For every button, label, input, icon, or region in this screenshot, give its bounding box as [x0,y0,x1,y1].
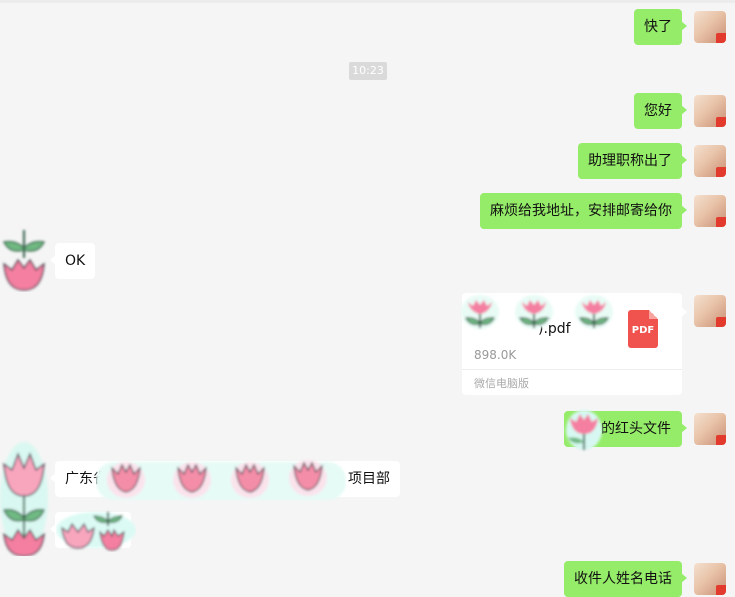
message-text: OK [65,253,86,269]
message-text: 您好 [644,103,672,119]
message-bubble-outgoing[interactable]: 麻烦给我地址，安排邮寄给你 [480,193,687,229]
message-bubble-outgoing[interactable]: 的红头文件 [564,411,687,447]
message-text: 的红头文件 [601,421,671,437]
tulip-sticker-avatar-icon[interactable] [0,228,50,292]
file-message-card[interactable]: 复 ).pdf 898.0K 微信电脑版 PDF [462,293,687,395]
avatar-photo-icon[interactable] [694,145,726,177]
message-bubble-incoming[interactable]: 广东省 项目部 [50,461,400,497]
file-name-fragment: 复 [538,307,552,322]
message-text-start: 广东省 [65,471,107,487]
tulip-sticker-avatar-icon[interactable] [0,440,52,556]
message-bubble-outgoing[interactable]: 快了 [634,9,687,45]
message-bubble-incoming[interactable]: 一 [50,512,131,548]
message-bubble-outgoing[interactable]: 收件人姓名电话 [564,561,687,597]
avatar-photo-icon[interactable] [694,95,726,127]
file-card-divider [462,369,682,370]
message-text: 助理职称出了 [588,153,672,169]
message-text: 快了 [644,19,672,35]
message-text: 收件人姓名电话 [574,571,672,587]
pdf-file-icon: PDF [628,310,658,348]
avatar-photo-icon[interactable] [694,11,726,43]
avatar-photo-icon[interactable] [694,413,726,445]
message-bubble-outgoing[interactable]: 您好 [634,93,687,129]
file-size: 898.0K [474,348,517,362]
top-divider [0,0,735,3]
message-text: 麻烦给我地址，安排邮寄给你 [490,203,672,219]
file-source: 微信电脑版 [474,377,529,390]
message-bubble-incoming[interactable]: OK [49,243,96,279]
avatar-photo-icon[interactable] [694,295,726,327]
avatar-photo-icon[interactable] [694,195,726,227]
avatar-photo-icon[interactable] [694,563,726,595]
message-text-fragment: 一 [111,521,124,535]
message-text-end: 项目部 [348,471,390,487]
timestamp: 10:23 [349,62,387,80]
pdf-badge-label: PDF [631,325,655,336]
message-bubble-outgoing[interactable]: 助理职称出了 [578,143,687,179]
file-name: ).pdf [538,321,571,337]
